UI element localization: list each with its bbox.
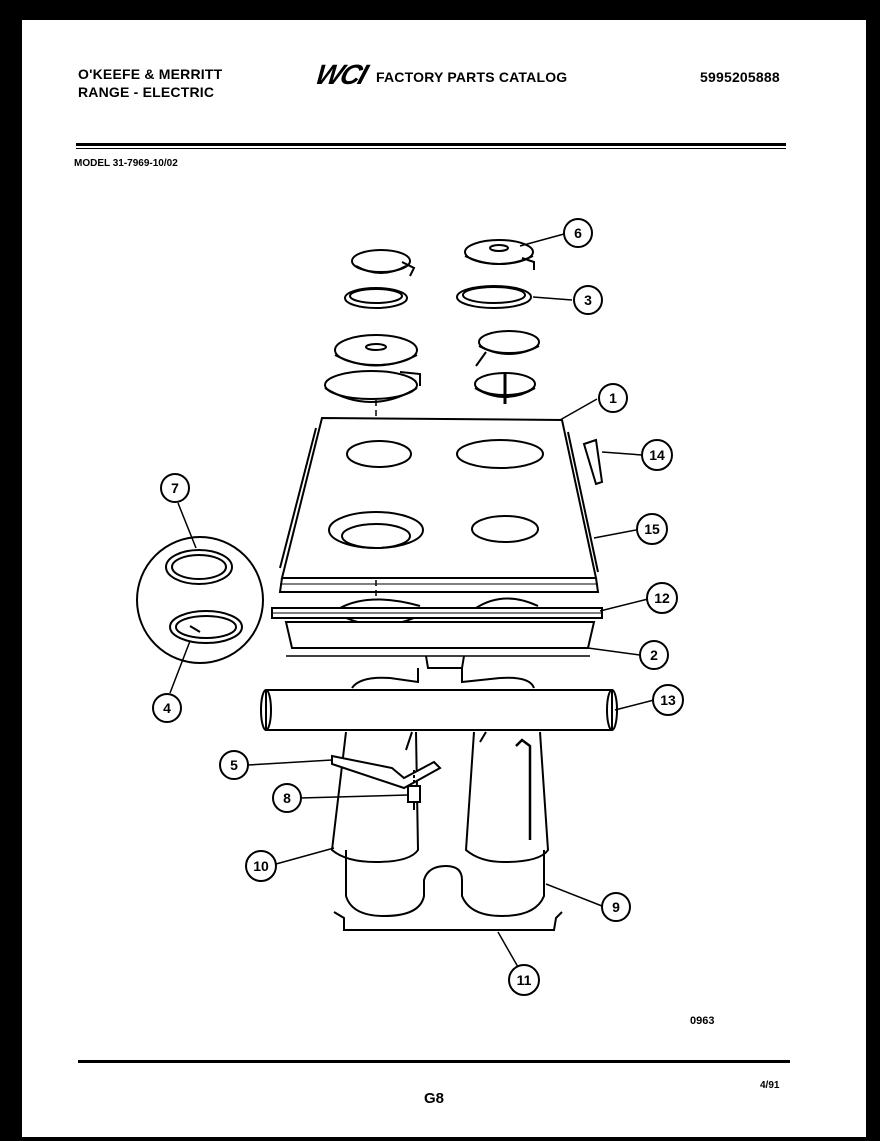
header-rule — [76, 143, 786, 146]
leader-2 — [587, 647, 641, 656]
drip-bowl-front-left — [324, 370, 421, 403]
scan-border-bottom — [0, 1137, 880, 1141]
surface-element-small-front-right — [475, 330, 540, 367]
mounting-bracket — [331, 754, 442, 790]
model-number: MODEL 31-7969-10/02 — [74, 158, 178, 169]
leader-15 — [593, 529, 637, 539]
callout-9-label: 9 — [612, 899, 620, 915]
callout-11 — [508, 964, 540, 996]
scan-border-right — [866, 0, 880, 1141]
drip-ring-rear-right — [456, 285, 532, 309]
callout-4-label: 4 — [163, 700, 171, 716]
callout-markers — [152, 218, 684, 996]
callout-10 — [245, 850, 277, 882]
callout-9 — [601, 892, 631, 922]
scan-border-top — [0, 0, 880, 20]
callout-12 — [646, 582, 678, 614]
callout-4 — [152, 693, 182, 723]
burner-box-tray — [284, 621, 596, 669]
leader-13 — [614, 699, 655, 711]
surface-element-small-rear-left — [351, 249, 416, 277]
page-number: G8 — [424, 1090, 445, 1107]
surface-element-large-rear-right — [464, 239, 535, 270]
callout-13-label: 13 — [660, 692, 676, 708]
wci-logo: WCI — [312, 60, 373, 88]
drip-ring-rear-left — [344, 287, 408, 309]
callout-12-label: 12 — [654, 590, 670, 606]
callout-2 — [639, 640, 669, 670]
callout-6 — [563, 218, 593, 248]
callout-numbers: 6 3 1 14 15 12 2 13 5 8 10 9 11 7 4 — [163, 225, 676, 988]
catalog-title: FACTORY PARTS CATALOG — [376, 69, 568, 85]
leader-4 — [169, 640, 191, 694]
callout-8 — [272, 783, 302, 813]
leader-5 — [247, 759, 333, 766]
front-control-panel — [260, 668, 618, 731]
callout-14-label: 14 — [649, 447, 665, 463]
scan-border-left — [0, 0, 22, 1141]
callout-6-label: 6 — [574, 225, 582, 241]
callout-14 — [641, 439, 673, 471]
callout-1-label: 1 — [609, 390, 617, 406]
leader-8 — [299, 794, 409, 799]
callout-8-label: 8 — [283, 790, 291, 806]
bottom-support-bracket — [333, 911, 563, 931]
leader-1 — [559, 398, 598, 421]
brand-name: O'KEEFE & MERRITT — [78, 66, 223, 82]
leader-7 — [177, 502, 197, 549]
surface-element-large-front-left — [334, 334, 418, 367]
detail-inset-ring — [136, 536, 264, 664]
leader-6 — [519, 233, 565, 247]
callout-15 — [636, 513, 668, 545]
leader-9 — [545, 883, 603, 907]
figure-number: 0963 — [690, 1015, 715, 1027]
callout-5-label: 5 — [230, 757, 238, 773]
revision-date: 4/91 — [760, 1080, 780, 1091]
drip-bowl-front-right — [474, 372, 536, 404]
callout-10-label: 10 — [253, 858, 269, 874]
wiring-harness — [330, 731, 550, 918]
callout-2-label: 2 — [650, 647, 658, 663]
cooktop-main-top — [278, 416, 600, 593]
callout-3-label: 3 — [584, 292, 592, 308]
footer-rule — [78, 1060, 790, 1063]
callout-7-label: 7 — [171, 480, 179, 496]
callout-11-label: 11 — [517, 972, 532, 988]
callout-13 — [652, 684, 684, 716]
catalog-number: 5995205888 — [700, 69, 780, 85]
callout-15-label: 15 — [644, 521, 660, 537]
hold-down-clip — [582, 438, 604, 486]
callout-3 — [573, 285, 603, 315]
callout-5 — [219, 750, 249, 780]
header-rule-thin — [76, 148, 786, 149]
product-line: RANGE - ELECTRIC — [78, 84, 215, 100]
limit-switch — [407, 770, 421, 810]
callout-1 — [598, 383, 628, 413]
callout-7 — [160, 473, 190, 503]
leader-10 — [275, 847, 335, 865]
leader-3 — [532, 296, 573, 301]
leader-12 — [599, 598, 649, 612]
leader-14 — [601, 451, 643, 456]
leader-11 — [497, 931, 519, 968]
